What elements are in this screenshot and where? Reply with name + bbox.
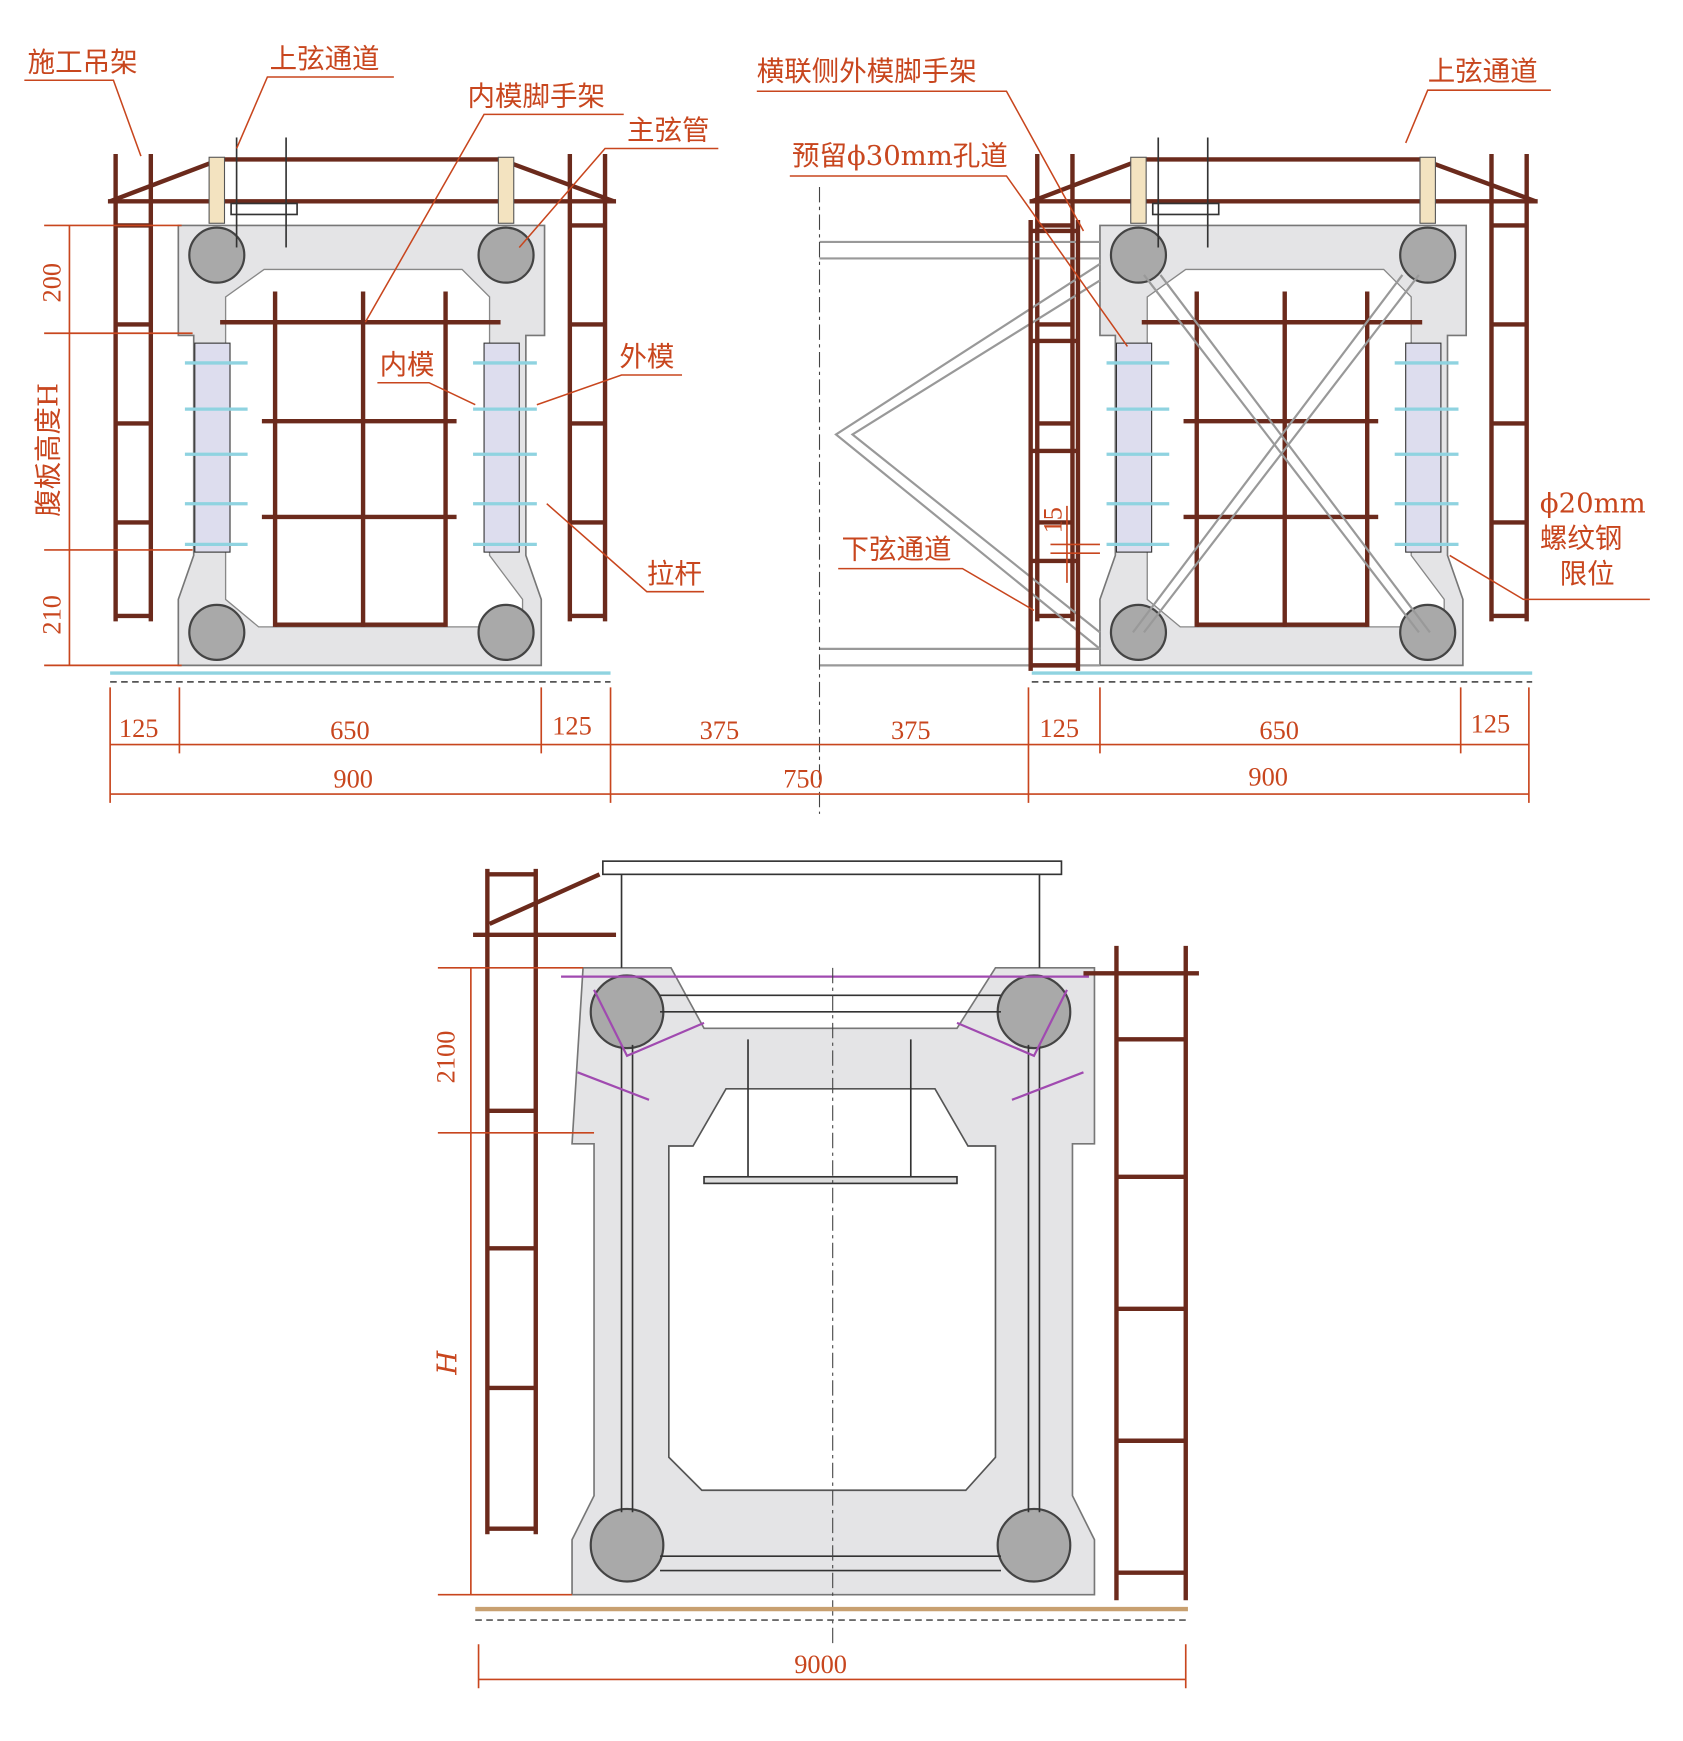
label-main-chord: 主弦管: [627, 115, 709, 147]
label-rebar-limit-3: 限位: [1560, 558, 1615, 590]
label-cross-brace-scaffold: 横联侧外模脚手架: [757, 55, 977, 87]
right-truss-section: [1030, 137, 1538, 681]
label-outer-form: 外模: [619, 341, 674, 373]
label-web-height: 腹板高度H: [32, 383, 64, 517]
label-hanger: 施工吊架: [28, 46, 138, 78]
left-truss-section: [108, 137, 616, 681]
dim-900-b: 900: [1248, 761, 1288, 791]
dim-210: 210: [37, 595, 67, 635]
dim-375-b: 375: [891, 715, 931, 745]
label-top-walkway-left: 上弦通道: [270, 43, 380, 75]
label-inner-form: 内模: [380, 349, 435, 381]
top-dimensions: 125 650 125 375 375 125 650 125 900 750 …: [109, 687, 1530, 803]
dim-125-b: 125: [552, 711, 592, 741]
label-h: H: [432, 1350, 464, 1376]
label-reserved-hole: 预留ϕ30mm孔道: [792, 140, 1008, 172]
bottom-cross-section: [473, 860, 1199, 1645]
dim-125-d: 125: [1471, 708, 1511, 738]
dim-125-c: 125: [1039, 713, 1079, 743]
label-top-walkway-right: 上弦通道: [1428, 55, 1538, 87]
dim-15: 15: [1037, 507, 1067, 533]
dim-375-a: 375: [700, 715, 740, 745]
top-annotations: 施工吊架 上弦通道 内模脚手架 主弦管 内模 外模 拉杆 横联侧外模脚手架 上弦…: [24, 43, 1650, 667]
dim-125-a: 125: [119, 713, 159, 743]
dim-650-b: 650: [1259, 715, 1299, 745]
bottom-annotations: 2100 H 9000: [430, 967, 1187, 1689]
label-inner-form-scaffold: 内模脚手架: [468, 81, 605, 113]
dim-2100: 2100: [430, 1031, 460, 1084]
dim-900-a: 900: [333, 763, 373, 793]
label-rebar-limit-1: ϕ20mm: [1540, 488, 1646, 520]
dim-9000: 9000: [794, 1649, 847, 1679]
cross-bracing: [818, 186, 1431, 814]
label-rebar-limit-2: 螺纹钢: [1540, 523, 1622, 555]
dim-200: 200: [37, 263, 67, 303]
label-bottom-walkway: 下弦通道: [842, 534, 952, 566]
dim-750: 750: [783, 763, 823, 793]
label-tie-rod: 拉杆: [647, 558, 702, 590]
dim-650-a: 650: [330, 715, 370, 745]
